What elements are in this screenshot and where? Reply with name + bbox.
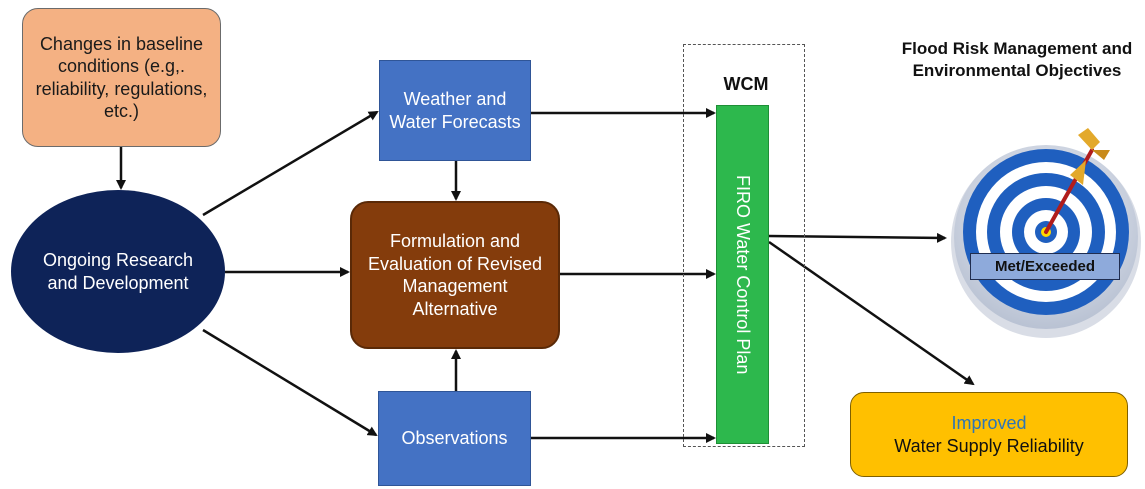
arrow-ongoing-to-weather <box>202 110 379 217</box>
arrow-firo-to-improved <box>768 240 975 386</box>
firo-water-control-plan-bar: FIRO Water Control Plan <box>716 105 769 444</box>
formulation-evaluation-label: Formulation and Evaluation of Revised Ma… <box>367 231 543 319</box>
observations-box: Observations <box>378 391 531 486</box>
baseline-conditions-box: Changes in baseline conditions (e.g,. re… <box>22 8 221 147</box>
flood-risk-objectives-title: Flood Risk Management and Environmental … <box>901 39 1133 81</box>
formulation-evaluation-box: Formulation and Evaluation of Revised Ma… <box>350 201 560 349</box>
weather-forecasts-label: Weather and Water Forecasts <box>389 89 521 132</box>
weather-forecasts-box: Weather and Water Forecasts <box>379 60 531 161</box>
wcm-dashed-boundary <box>683 44 805 447</box>
dart-icon <box>1044 128 1110 234</box>
improved-water-supply-box: Improved Water Supply Reliability <box>850 392 1128 477</box>
arrow-ongoing-to-observations <box>202 328 378 437</box>
water-supply-reliability-label: Water Supply Reliability <box>894 435 1084 456</box>
arrow-firo-to-target <box>768 232 947 243</box>
ongoing-research-label: Ongoing Research and Development <box>42 250 194 293</box>
baseline-conditions-label: Changes in baseline conditions (e.g,. re… <box>35 33 208 122</box>
improved-label: Improved <box>951 413 1027 433</box>
wcm-label: WCM <box>723 74 769 94</box>
met-exceeded-label: Met/Exceeded <box>970 253 1120 280</box>
ongoing-research-ellipse: Ongoing Research and Development <box>11 190 225 353</box>
observations-label: Observations <box>401 428 508 449</box>
firo-water-control-plan-label: FIRO Water Control Plan <box>732 174 753 375</box>
